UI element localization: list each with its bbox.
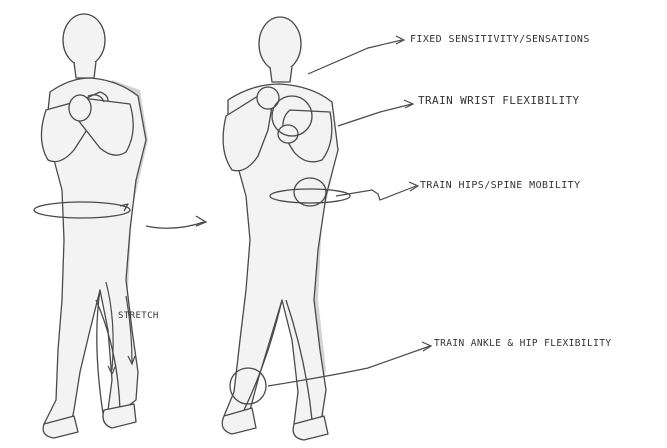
figure-before bbox=[34, 14, 148, 438]
head bbox=[259, 17, 301, 71]
annotation-ankle-mobility: TRAIN ANKLE & HIP FLEXIBILITY bbox=[434, 338, 611, 349]
fist-upper bbox=[257, 87, 279, 109]
annotation-hip-mobility: TRAIN HIPS/SPINE MOBILITY bbox=[420, 180, 581, 191]
hand bbox=[69, 95, 91, 121]
head bbox=[63, 14, 105, 66]
transition-arrow bbox=[146, 216, 206, 228]
stretch-label: STRETCH bbox=[118, 311, 159, 321]
figure-after bbox=[222, 17, 350, 440]
annotation-wrist-flexibility: TRAIN WRIST FLEXIBILITY bbox=[418, 94, 580, 107]
annotation-fixed-sensitivity: FIXED SENSITIVITY/SENSATIONS bbox=[410, 34, 590, 45]
fist-lower bbox=[278, 125, 298, 143]
